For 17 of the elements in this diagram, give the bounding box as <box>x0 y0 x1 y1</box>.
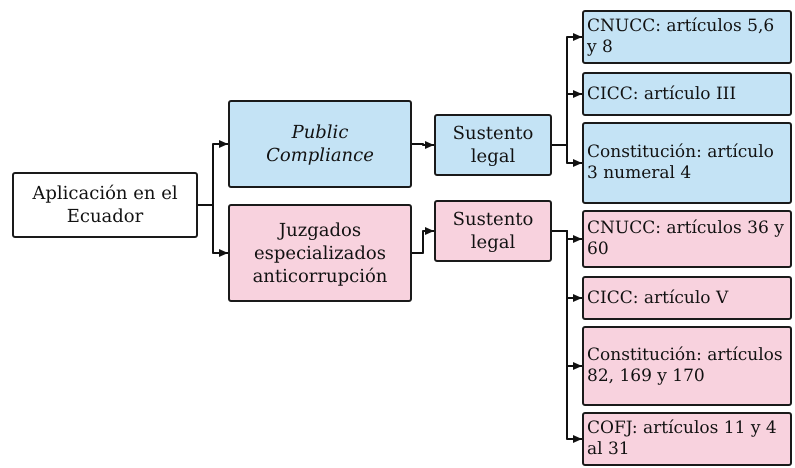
arrow <box>552 144 582 167</box>
legal-basis-box: CNUCC: artículos 36 y 60 <box>582 210 792 268</box>
legal-basis-box: Constitución: artículo 3 numeral 4 <box>582 122 792 204</box>
category-box: Sustento legal <box>434 114 552 176</box>
legal-basis-box: COFJ: artículos 11 y 4 al 31 <box>582 412 792 466</box>
category-box: Public Compliance <box>228 100 412 188</box>
legal-basis-box: Constitución: artículos 82, 169 y 170 <box>582 326 792 406</box>
arrow <box>552 230 582 443</box>
legal-basis-box: CICC: artículo III <box>582 72 792 116</box>
legal-basis-box: CICC: artículo V <box>582 276 792 320</box>
category-box: Aplicación en el Ecuador <box>12 172 198 238</box>
category-box: Juzgados especializados anticorrupción <box>228 204 412 302</box>
legal-basis-box: CNUCC: artículos 5,6 y 8 <box>582 10 792 64</box>
arrow <box>412 227 434 254</box>
arrow <box>412 141 434 149</box>
arrow <box>198 204 228 257</box>
category-box: Sustento legal <box>434 200 552 262</box>
